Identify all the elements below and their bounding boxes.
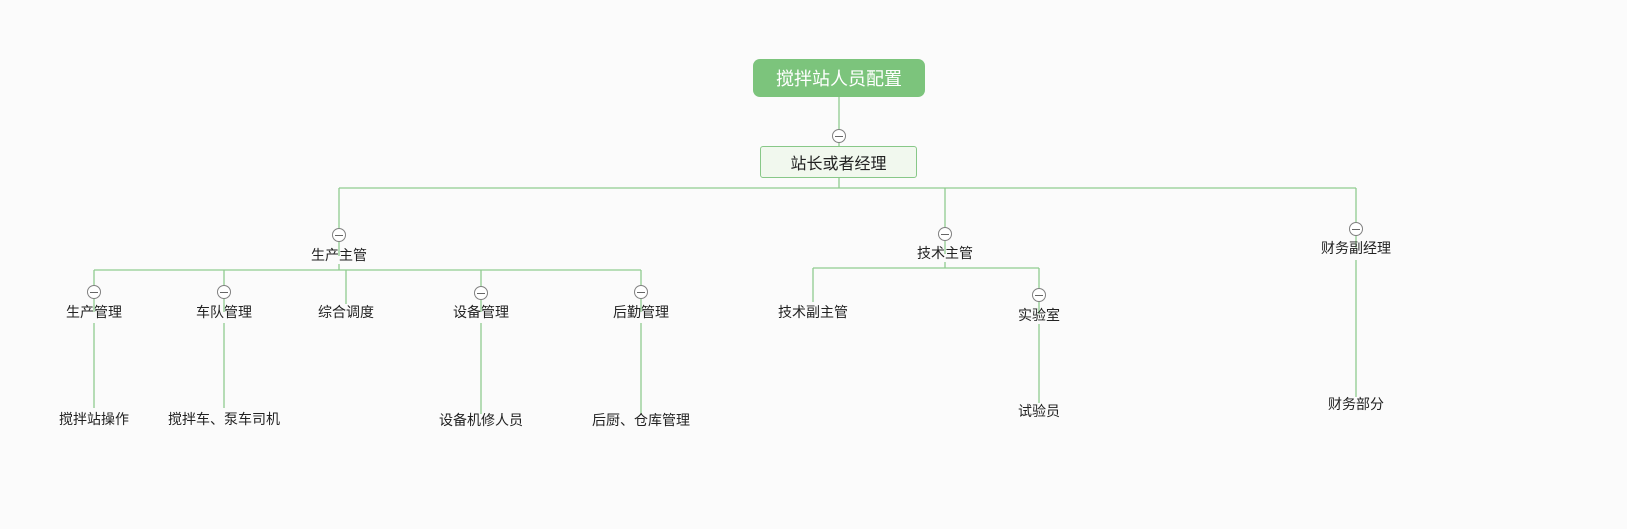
mixing-station-operation-node[interactable]: 搅拌站操作 <box>59 412 129 428</box>
collapse-toggle-icon[interactable] <box>634 285 648 299</box>
finance-department-node[interactable]: 财务部分 <box>1328 397 1384 413</box>
root-node[interactable]: 搅拌站人员配置 <box>753 59 925 97</box>
collapse-toggle-icon[interactable] <box>1032 288 1046 302</box>
kitchen-warehouse-node[interactable]: 后厨、仓库管理 <box>592 413 690 429</box>
collapse-toggle-icon[interactable] <box>217 285 231 299</box>
equipment-management-node[interactable]: 设备管理 <box>453 305 509 321</box>
collapse-toggle-icon[interactable] <box>938 227 952 241</box>
manager-node[interactable]: 站长或者经理 <box>760 146 917 178</box>
laboratory-node[interactable]: 实验室 <box>1018 308 1060 324</box>
collapse-toggle-icon[interactable] <box>1349 222 1363 236</box>
finance-deputy-node[interactable]: 财务副经理 <box>1321 241 1391 257</box>
manager-node-label: 站长或者经理 <box>790 154 887 173</box>
collapse-toggle-icon[interactable] <box>832 129 846 143</box>
fleet-management-node[interactable]: 车队管理 <box>196 305 252 321</box>
production-supervisor-node[interactable]: 生产主管 <box>311 248 367 264</box>
tech-supervisor-node[interactable]: 技术主管 <box>917 246 973 262</box>
truck-drivers-node[interactable]: 搅拌车、泵车司机 <box>168 412 280 428</box>
logistics-management-node[interactable]: 后勤管理 <box>613 305 669 321</box>
equipment-repair-node[interactable]: 设备机修人员 <box>439 413 523 429</box>
tester-node[interactable]: 试验员 <box>1018 404 1060 420</box>
dispatch-node[interactable]: 综合调度 <box>318 305 374 321</box>
production-management-node[interactable]: 生产管理 <box>66 305 122 321</box>
collapse-toggle-icon[interactable] <box>332 228 346 242</box>
collapse-toggle-icon[interactable] <box>474 286 488 300</box>
collapse-toggle-icon[interactable] <box>87 285 101 299</box>
tech-deputy-node[interactable]: 技术副主管 <box>778 305 848 321</box>
root-node-label: 搅拌站人员配置 <box>776 69 902 90</box>
